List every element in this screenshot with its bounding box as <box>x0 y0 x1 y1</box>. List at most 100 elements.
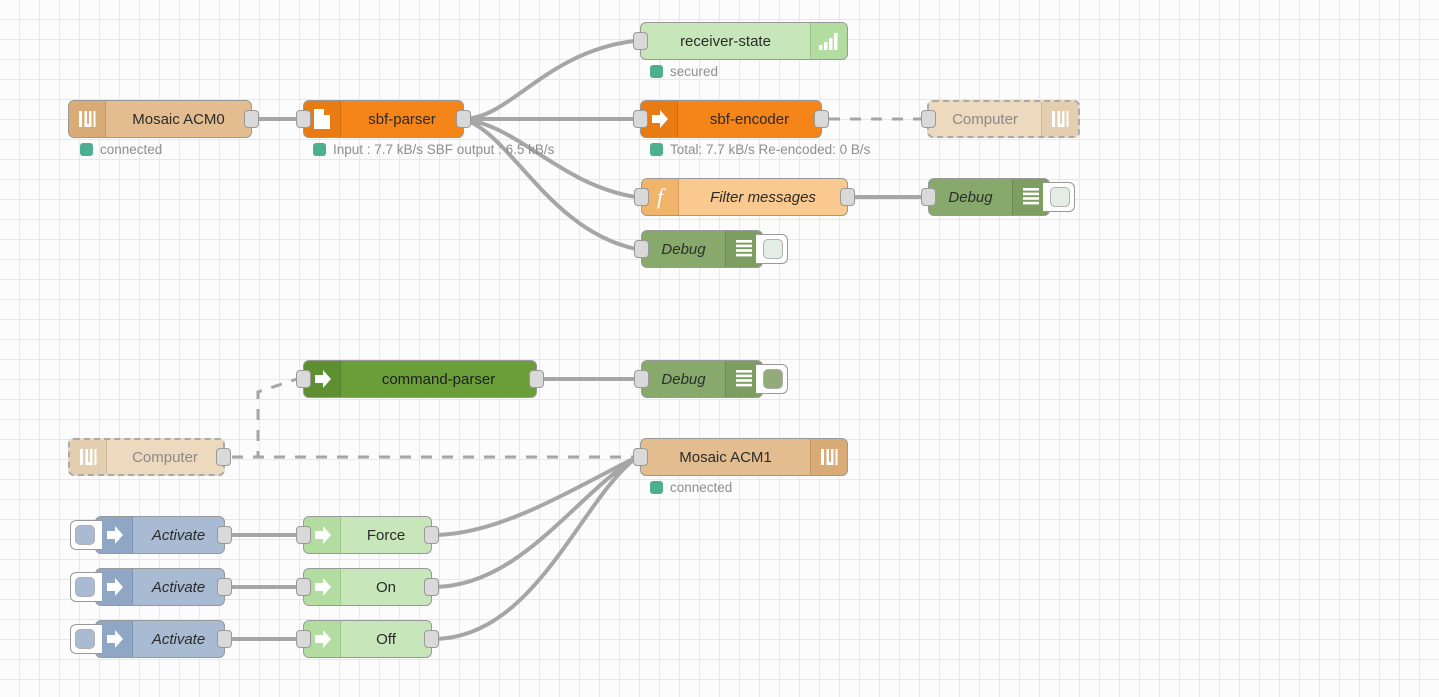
debug-toggle-indicator <box>1050 187 1070 207</box>
output-port[interactable] <box>840 188 855 206</box>
input-port[interactable] <box>633 32 648 50</box>
node-label: Filter messages <box>710 188 816 206</box>
node-cmd-on[interactable]: On <box>296 568 439 606</box>
node-debug-filter[interactable]: Debug <box>921 178 1075 216</box>
node-cmd-off[interactable]: Off <box>296 620 439 658</box>
node-receiver-state[interactable]: receiver-state <box>633 22 848 60</box>
arrow-right-icon <box>96 569 133 605</box>
status-label: Total: 7.7 kB/s Re-encoded: 0 B/s <box>670 142 871 157</box>
input-port[interactable] <box>296 578 311 596</box>
status-label: connected <box>100 142 163 157</box>
debug-list-icon <box>725 361 762 397</box>
input-port[interactable] <box>296 630 311 648</box>
node-inject-off[interactable]: Activate <box>70 620 232 658</box>
debug-toggle-indicator <box>763 239 783 259</box>
node-sbf-encoder[interactable]: sbf-encoder <box>633 100 829 138</box>
input-port[interactable] <box>921 188 936 206</box>
node-label: Activate <box>151 526 206 544</box>
status-label: Input : 7.7 kB/s SBF output : 6.5 kB/s <box>333 142 555 157</box>
input-port[interactable] <box>634 188 649 206</box>
node-mosaic-acm0[interactable]: Mosaic ACM0 <box>68 100 259 138</box>
status-mosaic-acm0: connected <box>80 142 162 157</box>
arrow-right-icon <box>96 517 133 553</box>
input-port[interactable] <box>633 448 648 466</box>
debug-toggle-button[interactable] <box>756 364 788 394</box>
inject-trigger-button[interactable] <box>70 520 102 550</box>
link-wire-computer-to-command <box>232 377 298 459</box>
output-port[interactable] <box>216 448 231 466</box>
arrow-right-icon <box>96 621 133 657</box>
node-label: sbf-encoder <box>709 110 790 128</box>
node-label: sbf-parser <box>368 110 436 128</box>
serial-port-icon <box>69 101 106 137</box>
output-port[interactable] <box>814 110 829 128</box>
node-label: On <box>375 578 396 596</box>
node-label: Activate <box>151 630 206 648</box>
status-dot <box>650 65 663 78</box>
node-inject-on[interactable]: Activate <box>70 568 232 606</box>
debug-toggle-button[interactable] <box>1043 182 1075 212</box>
input-port[interactable] <box>633 110 648 128</box>
node-debug-command[interactable]: Debug <box>634 360 788 398</box>
status-dot <box>80 143 93 156</box>
status-mosaic-acm1: connected <box>650 480 732 495</box>
svg-text:f: f <box>657 185 666 209</box>
node-command-parser[interactable]: command-parser <box>296 360 544 398</box>
node-computer-link-out[interactable]: Computer <box>68 438 231 476</box>
output-port[interactable] <box>217 630 232 648</box>
input-port[interactable] <box>634 370 649 388</box>
signal-bars-icon <box>810 23 847 59</box>
input-port[interactable] <box>634 240 649 258</box>
output-port[interactable] <box>424 630 439 648</box>
wire-parser-to-filter <box>461 117 638 199</box>
status-dot <box>313 143 326 156</box>
node-label: Mosaic ACM0 <box>132 110 225 128</box>
inject-trigger-indicator <box>75 577 95 597</box>
status-dot <box>650 481 663 494</box>
output-port[interactable] <box>424 578 439 596</box>
node-label: Computer <box>132 448 198 466</box>
input-port[interactable] <box>296 526 311 544</box>
input-port[interactable] <box>921 110 936 128</box>
status-sbf-parser: Input : 7.7 kB/s SBF output : 6.5 kB/s <box>313 142 554 157</box>
node-label: Debug <box>661 370 706 388</box>
serial-port-icon <box>810 439 847 475</box>
debug-toggle-indicator <box>763 369 783 389</box>
serial-port-icon <box>70 440 107 474</box>
node-label: Mosaic ACM1 <box>679 448 772 466</box>
input-port[interactable] <box>296 110 311 128</box>
node-computer-link-in[interactable]: Computer <box>921 100 1080 138</box>
output-port[interactable] <box>217 526 232 544</box>
node-inject-force[interactable]: Activate <box>70 516 232 554</box>
debug-list-icon <box>1012 179 1049 215</box>
wire-parser-to-receiver-state <box>461 39 636 121</box>
node-label: Computer <box>952 110 1018 128</box>
debug-toggle-button[interactable] <box>756 234 788 264</box>
node-mosaic-acm1[interactable]: Mosaic ACM1 <box>633 438 848 476</box>
node-label: command-parser <box>381 370 496 388</box>
output-port[interactable] <box>217 578 232 596</box>
wire-off-to-acm1 <box>431 455 639 641</box>
status-sbf-encoder: Total: 7.7 kB/s Re-encoded: 0 B/s <box>650 142 870 157</box>
node-label: Debug <box>948 188 993 206</box>
node-debug-parser[interactable]: Debug <box>634 230 788 268</box>
inject-trigger-indicator <box>75 629 95 649</box>
output-port[interactable] <box>529 370 544 388</box>
node-filter-messages[interactable]: f Filter messages <box>634 178 855 216</box>
output-port[interactable] <box>424 526 439 544</box>
status-label: connected <box>670 480 733 495</box>
inject-trigger-button[interactable] <box>70 572 102 602</box>
node-label: Activate <box>151 578 206 596</box>
inject-trigger-button[interactable] <box>70 624 102 654</box>
debug-list-icon <box>725 231 762 267</box>
input-port[interactable] <box>296 370 311 388</box>
wire-force-to-acm1 <box>431 455 639 537</box>
status-receiver-state: secured <box>650 64 718 79</box>
wire-on-to-acm1 <box>431 455 639 589</box>
wire-parser-to-debug <box>461 117 638 251</box>
node-cmd-force[interactable]: Force <box>296 516 439 554</box>
output-port[interactable] <box>456 110 471 128</box>
node-sbf-parser[interactable]: sbf-parser <box>296 100 471 138</box>
output-port[interactable] <box>244 110 259 128</box>
